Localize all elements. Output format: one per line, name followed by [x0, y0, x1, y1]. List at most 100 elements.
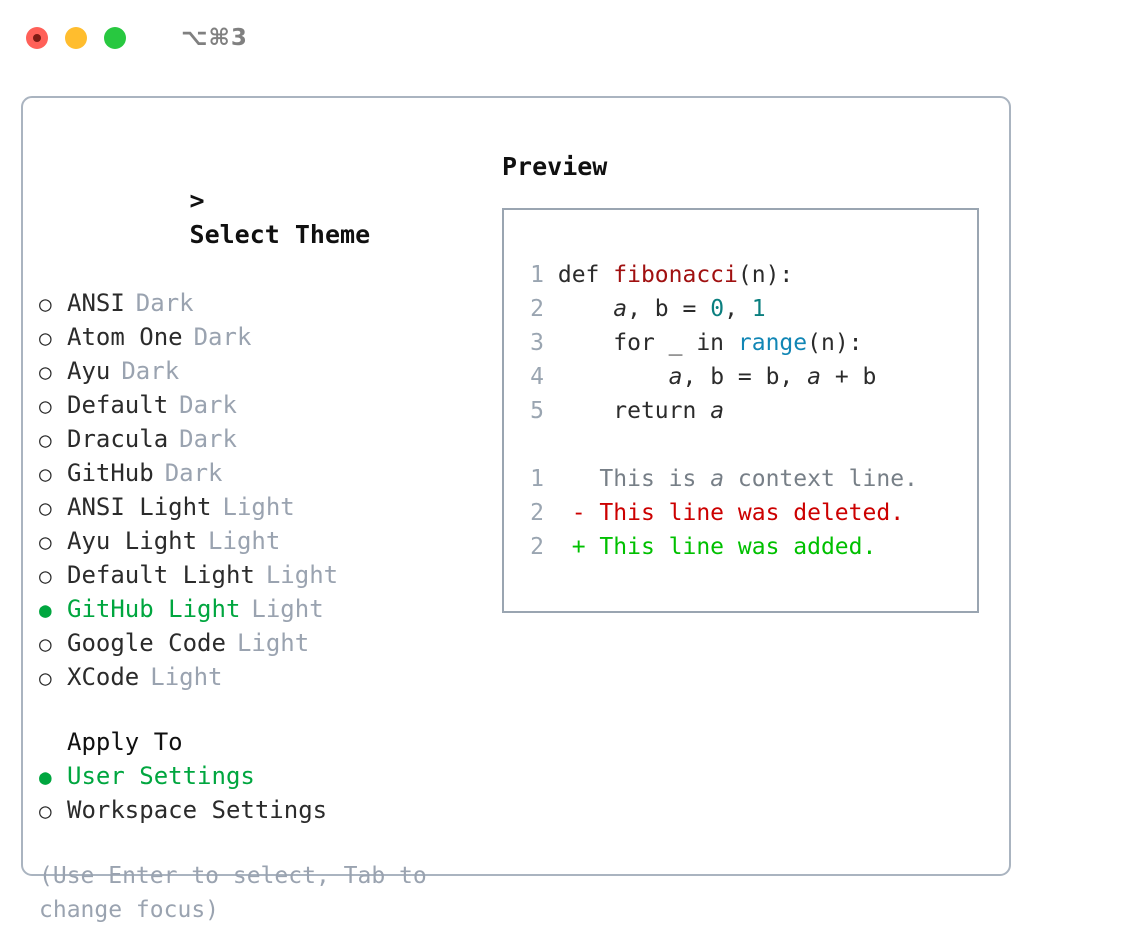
diff-line-text: - This line was deleted. [572, 500, 904, 526]
apply-to-title: Apply To [67, 728, 183, 756]
apply-to-option-workspace-settings[interactable]: ○ Workspace Settings [39, 793, 509, 827]
title-bar: ⌥⌘3 [0, 0, 1140, 76]
code-token: range [737, 330, 808, 356]
caret-icon: > [189, 186, 205, 215]
theme-option-default[interactable]: ○ Default Dark [39, 388, 509, 422]
code-line-number: 1 [530, 262, 544, 288]
theme-option-ansi[interactable]: ○ ANSI Dark [39, 286, 509, 320]
code-token: a [807, 364, 821, 390]
theme-option-dracula[interactable]: ○ Dracula Dark [39, 422, 509, 456]
diff-marker: - [571, 500, 600, 526]
code-token: a [668, 364, 683, 390]
code-token: for _ in [557, 330, 738, 356]
theme-option-default-light[interactable]: ○ Default Light Light [39, 558, 509, 592]
select-theme-title: Select Theme [189, 220, 371, 249]
theme-option-tag: Light [265, 561, 339, 589]
diff-line-add: 2 + This line was added. [520, 530, 969, 564]
theme-option-tag: Dark [121, 357, 180, 385]
theme-option-label: XCode [67, 663, 140, 691]
theme-option-google-code[interactable]: ○ Google Code Light [39, 626, 509, 660]
radio-empty-icon: ○ [39, 462, 52, 486]
preview-column: Preview 1 def fibonacci(n):2 a, b = 0, 1… [502, 150, 992, 613]
code-line: 3 for _ in range(n): [520, 326, 969, 360]
theme-option-tag: Light [208, 527, 281, 555]
diff-line-text: This is a context line. [572, 466, 918, 492]
code-token: a [710, 398, 725, 424]
radio-empty-icon: ○ [39, 394, 52, 418]
diff-line-number: 1 [530, 466, 544, 492]
radio-empty-icon: ○ [39, 564, 52, 588]
apply-to-option-label: Workspace Settings [67, 796, 328, 824]
radio-empty-icon: ○ [39, 360, 52, 384]
code-token: return [557, 398, 711, 424]
preview-title: Preview [502, 152, 608, 181]
code-token: + b [820, 364, 877, 390]
theme-option-tag: Dark [179, 425, 237, 453]
keyboard-hint: (Use Enter to select, Tab to change focu… [39, 863, 441, 923]
code-token: (n): [807, 330, 863, 356]
theme-option-tag: Light [236, 629, 310, 657]
diff-marker [572, 466, 600, 492]
theme-option-tag: Dark [193, 323, 252, 351]
diff-line-text: + This line was added. [572, 534, 877, 560]
code-token: , b = b, [682, 364, 808, 390]
radio-empty-icon: ○ [39, 496, 52, 520]
code-token: a [710, 466, 725, 492]
theme-option-label: ANSI [67, 289, 125, 317]
keyboard-shortcut-label: ⌥⌘3 [181, 25, 248, 51]
apply-to-section: Apply To ● User Settings ○ Workspace Settin… [39, 725, 509, 827]
radio-empty-icon: ○ [39, 799, 52, 823]
diff-line-number: 2 [530, 534, 544, 560]
radio-filled-icon: ● [39, 765, 52, 789]
theme-option-label: ANSI Light [67, 493, 212, 521]
theme-option-label: Default [67, 391, 169, 419]
code-token [558, 296, 613, 322]
code-token: (n): [737, 262, 794, 288]
theme-option-label: Dracula [67, 425, 169, 453]
diff-text: This line was added. [599, 534, 877, 560]
code-token: 1 [751, 296, 766, 322]
theme-option-label: GitHub [67, 459, 154, 487]
apply-to-option-label: User Settings [67, 762, 255, 790]
window-controls [26, 27, 126, 49]
code-token: 0 [710, 296, 725, 322]
code-token: fibonacci [613, 262, 738, 288]
theme-option-tag: Light [150, 663, 223, 691]
diff-marker: + [571, 534, 600, 560]
diff-line-ctx: 1 This is a context line. [520, 462, 969, 496]
code-line-number: 5 [530, 398, 544, 424]
maximize-button-icon[interactable] [104, 27, 126, 49]
theme-option-tag: Dark [179, 391, 237, 419]
theme-option-tag: Dark [135, 289, 194, 317]
code-line: 1 def fibonacci(n): [520, 258, 969, 292]
radio-empty-icon: ○ [39, 632, 52, 656]
code-diff-spacer [520, 428, 969, 462]
code-token [558, 364, 669, 390]
close-button-icon[interactable] [26, 27, 48, 49]
radio-empty-icon: ○ [39, 292, 52, 316]
code-line-number: 3 [530, 330, 544, 356]
apply-to-option-user-settings[interactable]: ● User Settings [39, 759, 509, 793]
theme-option-tag: Light [251, 595, 324, 623]
theme-option-label: Google Code [67, 629, 226, 657]
radio-filled-icon: ● [39, 598, 52, 622]
theme-option-label: Default Light [67, 561, 255, 589]
radio-empty-icon: ○ [39, 428, 52, 452]
minimize-button-icon[interactable] [65, 27, 87, 49]
theme-option-label: Atom One [67, 323, 183, 351]
apply-to-list: ● User Settings ○ Workspace Settings [39, 759, 509, 827]
